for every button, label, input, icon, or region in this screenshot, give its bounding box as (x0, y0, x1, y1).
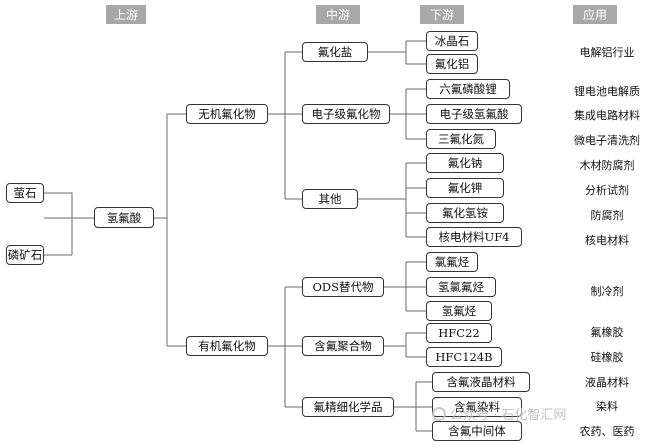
app-lcd-material: 液晶材料 (585, 376, 629, 389)
node-fluoro-dye: 含氟染料 (432, 397, 522, 417)
header-application: 应用 (573, 5, 617, 24)
app-pesticide-pharma: 农药、医药 (579, 425, 635, 438)
app-electrolytic-aluminum: 电解铝行业 (579, 46, 635, 59)
header-midstream: 中游 (316, 5, 360, 24)
app-analytical-reagent: 分析试剂 (585, 184, 629, 197)
node-electronic-fluoride: 电子级氟化物 (302, 104, 390, 124)
node-hfc124b: HFC124B (426, 347, 502, 367)
node-ammonium-bifluoride: 氟化氢铵 (426, 203, 504, 223)
node-hfc: 氢氟烃 (426, 301, 492, 321)
node-hfc22: HFC22 (426, 323, 492, 343)
node-lipf6: 六氟磷酸锂 (426, 79, 510, 99)
node-potassium-fluoride: 氟化钾 (426, 178, 504, 198)
node-hydrofluoric-acid: 氢氟酸 (94, 207, 154, 228)
watermark-text: 公众号 · 石化智汇网 (450, 408, 567, 423)
node-lcd-material: 含氟液晶材料 (432, 372, 530, 392)
app-refrigerant: 制冷剂 (590, 285, 624, 298)
app-silicone-rubber: 硅橡胶 (590, 351, 624, 364)
app-microelectronic-cleaner: 微电子清洗剂 (574, 134, 640, 147)
node-sodium-fluoride: 氟化钠 (426, 153, 504, 173)
app-dye: 染料 (596, 400, 618, 413)
node-aluminum-fluoride: 氟化铝 (426, 54, 478, 74)
node-intermediate: 含氟中间体 (432, 421, 522, 441)
node-phosphate: 磷矿石 (6, 245, 44, 265)
node-cfc: 氯氟烃 (426, 252, 478, 272)
node-cryolite: 冰晶石 (426, 31, 478, 51)
app-ic-materials: 集成电路材料 (574, 109, 640, 122)
node-fluorite: 萤石 (6, 183, 44, 203)
node-fine-chemicals: 氟精细化学品 (302, 397, 394, 417)
node-fluoropolymer: 含氟聚合物 (302, 336, 384, 356)
node-hcfc: 氢氯氟烃 (426, 277, 496, 297)
node-other: 其他 (302, 189, 358, 209)
header-upstream: 上游 (106, 5, 146, 24)
app-wood-preservative: 木材防腐剂 (579, 159, 635, 172)
header-downstream: 下游 (420, 5, 464, 24)
watermark: 公众号 · 石化智汇网 (432, 404, 566, 423)
node-uf4: 核电材料UF4 (426, 227, 522, 247)
node-nf3: 三氟化氮 (426, 129, 496, 149)
node-organic-fluoride: 有机氟化物 (186, 336, 268, 356)
app-li-battery: 锂电池电解质 (574, 85, 640, 98)
app-nuclear-material: 核电材料 (585, 234, 629, 247)
app-fluororubber: 氟橡胶 (590, 326, 624, 339)
node-electronic-hf: 电子级氢氟酸 (426, 104, 522, 124)
node-inorganic-fluoride: 无机氟化物 (186, 104, 268, 124)
wechat-logo-icon (432, 406, 446, 421)
link-upstream-bracket (44, 192, 73, 219)
node-fluoride-salt: 氟化盐 (302, 42, 368, 62)
node-ods-substitute: ODS替代物 (302, 277, 384, 297)
app-preservative: 防腐剂 (590, 209, 624, 222)
